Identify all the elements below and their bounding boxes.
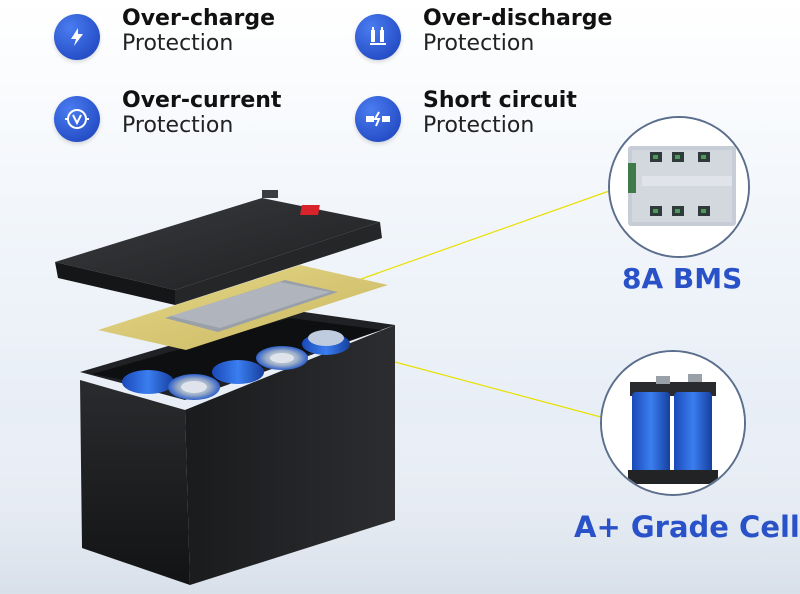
case-front (80, 380, 190, 585)
battery-terminals-icon (355, 14, 401, 60)
lid-side-edge (175, 222, 382, 305)
positive-terminal (300, 205, 320, 215)
feature-over-discharge: Over-discharge Protection (355, 6, 612, 60)
feature-title: Over-current (122, 88, 282, 113)
feature-title: Short circuit (423, 88, 577, 113)
feature-over-current: Over-current Protection (54, 88, 281, 142)
case-side (185, 325, 395, 585)
cell-leader-line (394, 361, 613, 421)
bms-leader-line (329, 189, 613, 291)
feature-subtitle: Protection (423, 31, 535, 56)
battery-lid (55, 198, 380, 290)
feature-short-circuit: Short circuit Protection (355, 88, 577, 142)
feature-title: Over-charge (122, 6, 276, 31)
lightning-bolt-icon (54, 14, 100, 60)
cell-callout-circle (600, 350, 746, 496)
voltmeter-icon (54, 96, 100, 142)
short-circuit-icon (355, 96, 401, 142)
negative-terminal (262, 190, 278, 198)
cells-in-case (122, 330, 350, 400)
bms-label: 8A BMS (622, 262, 743, 295)
cell-closeup-image (602, 352, 744, 494)
feature-title: Over-discharge (423, 6, 613, 31)
lid-front-edge (55, 262, 175, 305)
feature-subtitle: Protection (122, 113, 234, 138)
feature-subtitle: Protection (423, 113, 535, 138)
bms-closeup-image (610, 118, 748, 256)
bms-callout-circle (608, 116, 750, 258)
feature-over-charge: Over-charge Protection (54, 6, 275, 60)
feature-subtitle: Protection (122, 31, 234, 56)
cell-label: A+ Grade Cell (574, 510, 800, 544)
